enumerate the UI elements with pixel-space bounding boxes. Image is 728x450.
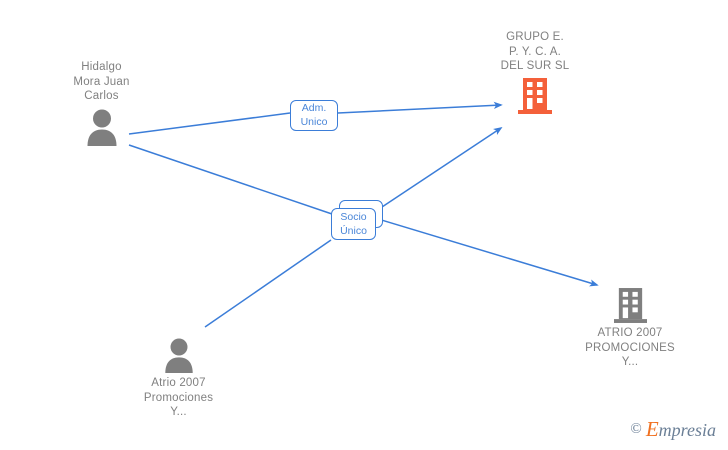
brand-initial: E [645,417,659,441]
edge-atrioperson-socio [204,239,332,328]
node-label-person-hidalgo: Hidalgo Mora Juan Carlos [73,61,130,102]
edge-hidalgo-admunico [128,112,291,135]
edge-socio-grupo [381,127,503,208]
node-label-person-atrio: Atrio 2007 Promociones Y... [143,377,214,418]
watermark-empresia: © Empresia [630,417,716,442]
brand-rest: mpresia [658,420,716,440]
edge-hidalgo-sociounico [128,144,333,215]
person-icon [122,337,235,373]
building-icon [465,77,605,114]
edge-label-socio-unico[interactable]: Socio Único [331,208,376,240]
node-person-hidalgo[interactable]: Hidalgo Mora Juan Carlos [44,60,159,146]
person-icon [44,108,159,146]
node-label-company-grupo: GRUPO E. P. Y. C. A. DEL SUR SL [500,31,570,72]
edge-admunico-grupo [337,101,503,114]
edge-sociounico-atriocompany [377,218,599,287]
edge-label-adm-unico[interactable]: Adm. Unico [290,100,338,131]
copyright-icon: © [630,421,642,437]
node-label-company-atrio: ATRIO 2007 PROMOCIONES Y... [585,327,675,368]
node-company-grupo[interactable]: GRUPO E. P. Y. C. A. DEL SUR SL [465,30,605,114]
brand-name: Empresia [646,417,716,442]
building-icon [566,288,694,323]
node-person-atrio[interactable]: Atrio 2007 Promociones Y... [122,337,235,420]
node-company-atrio[interactable]: ATRIO 2007 PROMOCIONES Y... [566,288,694,370]
